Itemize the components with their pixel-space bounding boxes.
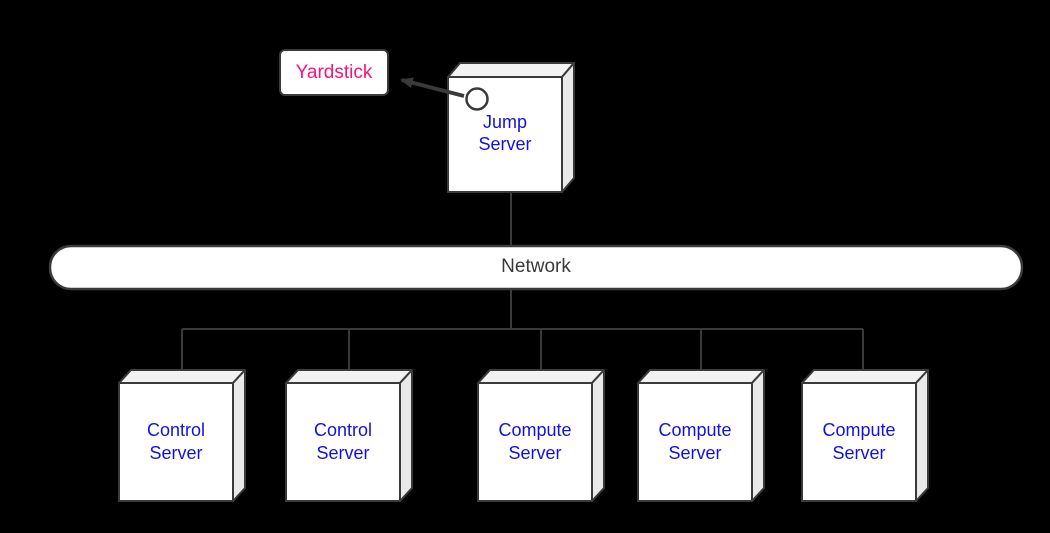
port-circle	[465, 87, 489, 111]
compute-server-1-label: Compute Server	[498, 420, 572, 463]
compute-server-2-box	[637, 369, 765, 502]
control-server-1-label: Control Server	[146, 420, 206, 463]
network-label: Network	[501, 256, 571, 277]
control-server-1-box	[118, 369, 246, 502]
compute-server-1-box	[477, 369, 605, 502]
network-bar	[48, 244, 1024, 291]
compute-server-3-label: Compute Server	[822, 420, 896, 463]
yardstick-label: Yardstick	[295, 61, 373, 83]
control-server-2-label: Control Server	[313, 420, 373, 463]
compute-server-3-box	[801, 369, 929, 502]
jump-server-label: Jump Server	[478, 112, 532, 154]
control-server-2-box	[285, 369, 413, 502]
yardstick-box	[279, 49, 389, 96]
arrow-to-yardstick	[399, 77, 465, 98]
compute-server-2-label: Compute Server	[658, 420, 732, 463]
